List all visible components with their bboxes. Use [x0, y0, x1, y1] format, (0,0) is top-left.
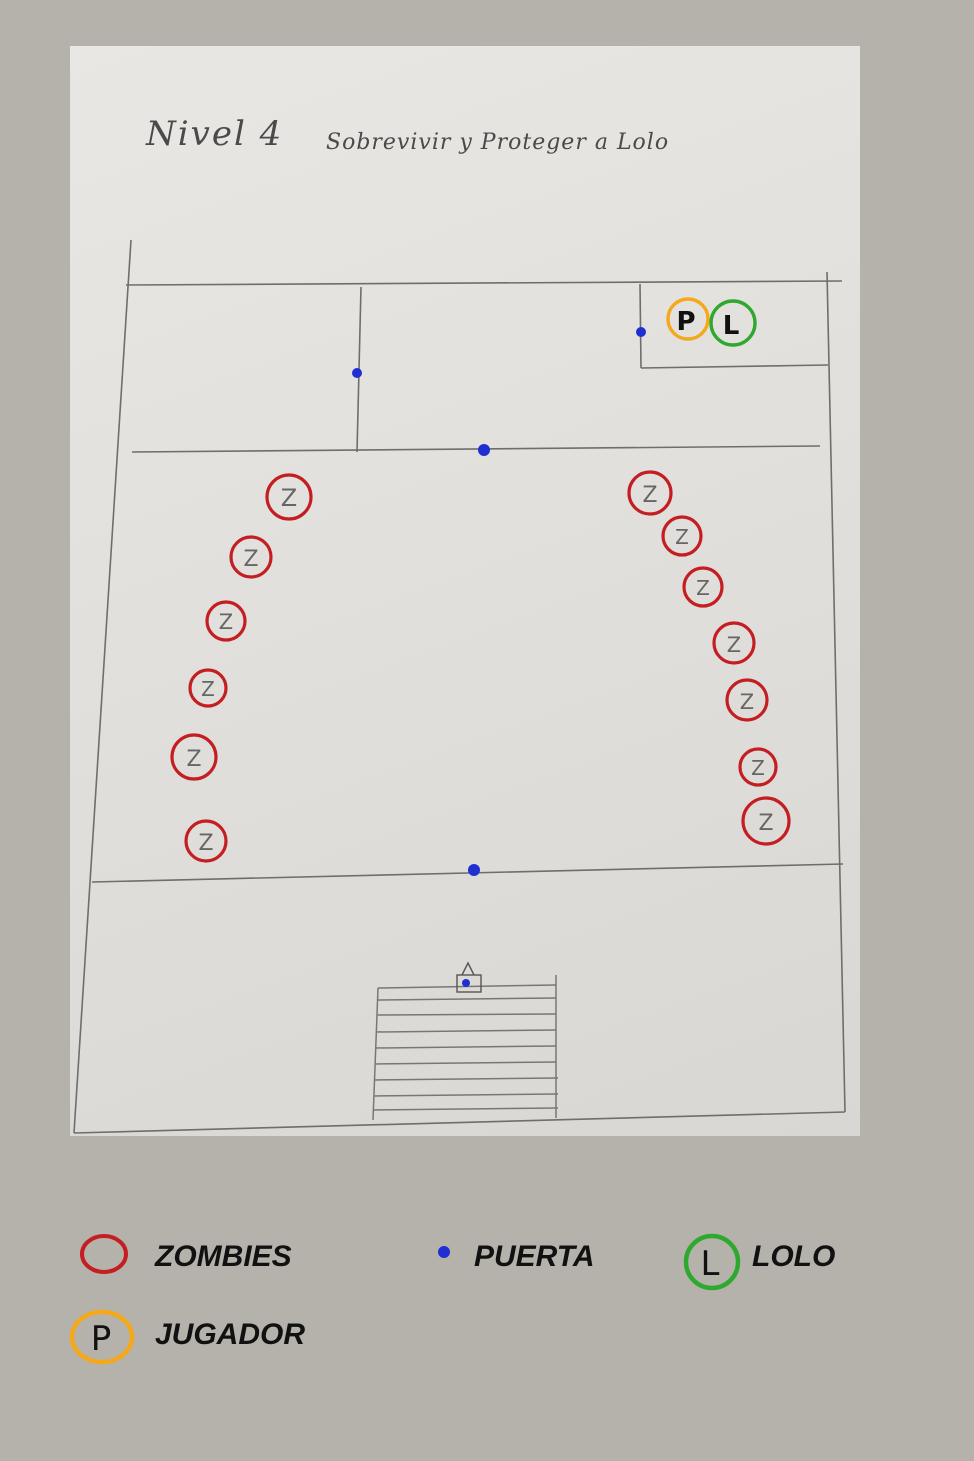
wall-right	[826, 271, 846, 1113]
svg-text:Z: Z	[675, 525, 689, 549]
zombie-marker-icon: Z	[229, 535, 273, 579]
svg-text:Z: Z	[758, 811, 773, 836]
door-dot-icon	[462, 979, 470, 987]
lolo-marker-icon: L	[709, 299, 757, 347]
door-dot-icon	[468, 864, 480, 876]
door-dot-icon	[636, 327, 646, 337]
legend-player-icon: P	[69, 1309, 135, 1365]
door-dot-icon	[352, 368, 362, 378]
svg-text:L: L	[723, 311, 740, 341]
svg-text:Z: Z	[243, 547, 258, 572]
zombie-marker-icon: Z	[205, 600, 247, 642]
legend-puerta-label: PUERTA	[474, 1240, 595, 1273]
zombie-marker-icon: Z	[682, 566, 724, 608]
small-room-bottom	[640, 364, 829, 369]
legend-door-icon	[438, 1246, 450, 1258]
zombies: Z Z Z Z Z Z Z Z Z Z Z Z Z	[170, 470, 791, 863]
legend-jugador-label: JUGADOR	[155, 1318, 306, 1351]
svg-text:P: P	[91, 1319, 112, 1359]
svg-text:Z: Z	[281, 484, 297, 512]
zombie-marker-icon: Z	[738, 747, 778, 787]
svg-text:Z: Z	[198, 831, 213, 856]
lock-icon	[456, 961, 482, 993]
wall-middle	[131, 445, 821, 453]
legend-zombie-icon	[80, 1234, 128, 1274]
wall-left	[73, 239, 132, 1134]
level-objective: Sobrevivir y Proteger a Lolo	[326, 130, 670, 155]
zombie-marker-icon: Z	[725, 678, 769, 722]
svg-text:Z: Z	[727, 633, 741, 657]
zombie-marker-icon: Z	[188, 668, 228, 708]
legend-zombies-label: ZOMBIES	[155, 1240, 292, 1273]
zombie-marker-icon: Z	[627, 470, 673, 516]
zombie-marker-icon: Z	[184, 819, 228, 863]
svg-text:Z: Z	[201, 677, 215, 701]
wall-bottom	[73, 1111, 846, 1134]
zombie-marker-icon: Z	[661, 515, 703, 557]
level-title: Nivel 4	[146, 114, 284, 154]
doors	[352, 327, 646, 987]
paper-sheet	[70, 46, 860, 1136]
svg-text:Z: Z	[642, 483, 657, 508]
svg-text:Z: Z	[751, 756, 765, 780]
svg-text:P: P	[676, 307, 695, 337]
svg-text:Z: Z	[696, 576, 710, 600]
zombie-marker-icon: Z	[265, 473, 313, 521]
svg-text:Z: Z	[186, 747, 201, 772]
legend-lolo-label: LOLO	[752, 1240, 836, 1273]
zombie-marker-icon: Z	[170, 733, 218, 781]
map-walls	[73, 239, 846, 1134]
door-dot-icon	[478, 444, 490, 456]
wall-lower	[91, 863, 844, 883]
wall-top	[125, 280, 843, 286]
small-room-left	[639, 283, 642, 369]
legend-lolo-icon: L	[683, 1233, 741, 1291]
staircase-icon	[372, 975, 559, 1121]
zombie-marker-icon: Z	[741, 796, 791, 846]
svg-text:L: L	[701, 1244, 720, 1284]
zombie-marker-icon: Z	[712, 621, 756, 665]
svg-text:Z: Z	[219, 610, 233, 634]
player-marker-icon: P	[666, 297, 710, 341]
svg-text:Z: Z	[740, 690, 754, 714]
